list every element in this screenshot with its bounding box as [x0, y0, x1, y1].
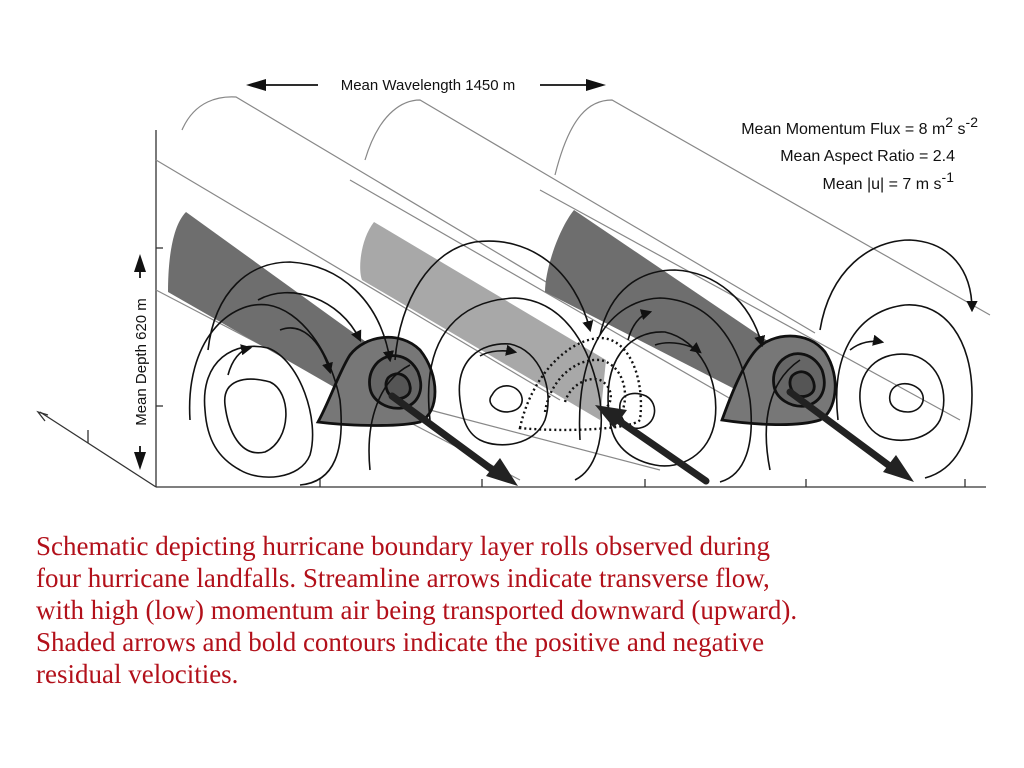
- up-arrow-middle: [608, 412, 710, 485]
- wavelength-dimension: [246, 79, 606, 91]
- roll-schematic: Mean Wavelength 1450 m Mean Depth 620 m …: [36, 77, 991, 488]
- caption-line-1: Schematic depicting hurricane boundary l…: [36, 531, 771, 561]
- figure-caption: Schematic depicting hurricane boundary l…: [36, 530, 996, 690]
- depth-label: Mean Depth 620 m: [133, 298, 150, 426]
- mean-u-label: Mean |u| = 7 m s-1: [823, 169, 955, 193]
- dark-band-right: [545, 210, 778, 402]
- down-arrow-left: [388, 392, 502, 478]
- wavelength-label: Mean Wavelength 1450 m: [341, 77, 516, 94]
- streamlines: [188, 239, 978, 486]
- axes-frame: [36, 130, 986, 488]
- caption-line-3: with high (low) momentum air being trans…: [36, 595, 798, 625]
- dotted-contours: [518, 336, 643, 432]
- caption-line-4: Shaded arrows and bold contours indicate…: [36, 627, 765, 657]
- depth-dimension: [134, 254, 146, 470]
- momentum-flux-label: Mean Momentum Flux = 8 m2 s-2: [741, 114, 978, 138]
- caption-line-5: residual velocities.: [36, 659, 239, 689]
- residual-arrows: [388, 388, 914, 486]
- down-arrow-right: [786, 388, 899, 474]
- light-band-middle: [360, 222, 606, 420]
- roll-bands: [168, 210, 778, 420]
- caption-line-2: four hurricane landfalls. Streamline arr…: [36, 563, 770, 593]
- aspect-ratio-label: Mean Aspect Ratio = 2.4: [780, 148, 955, 165]
